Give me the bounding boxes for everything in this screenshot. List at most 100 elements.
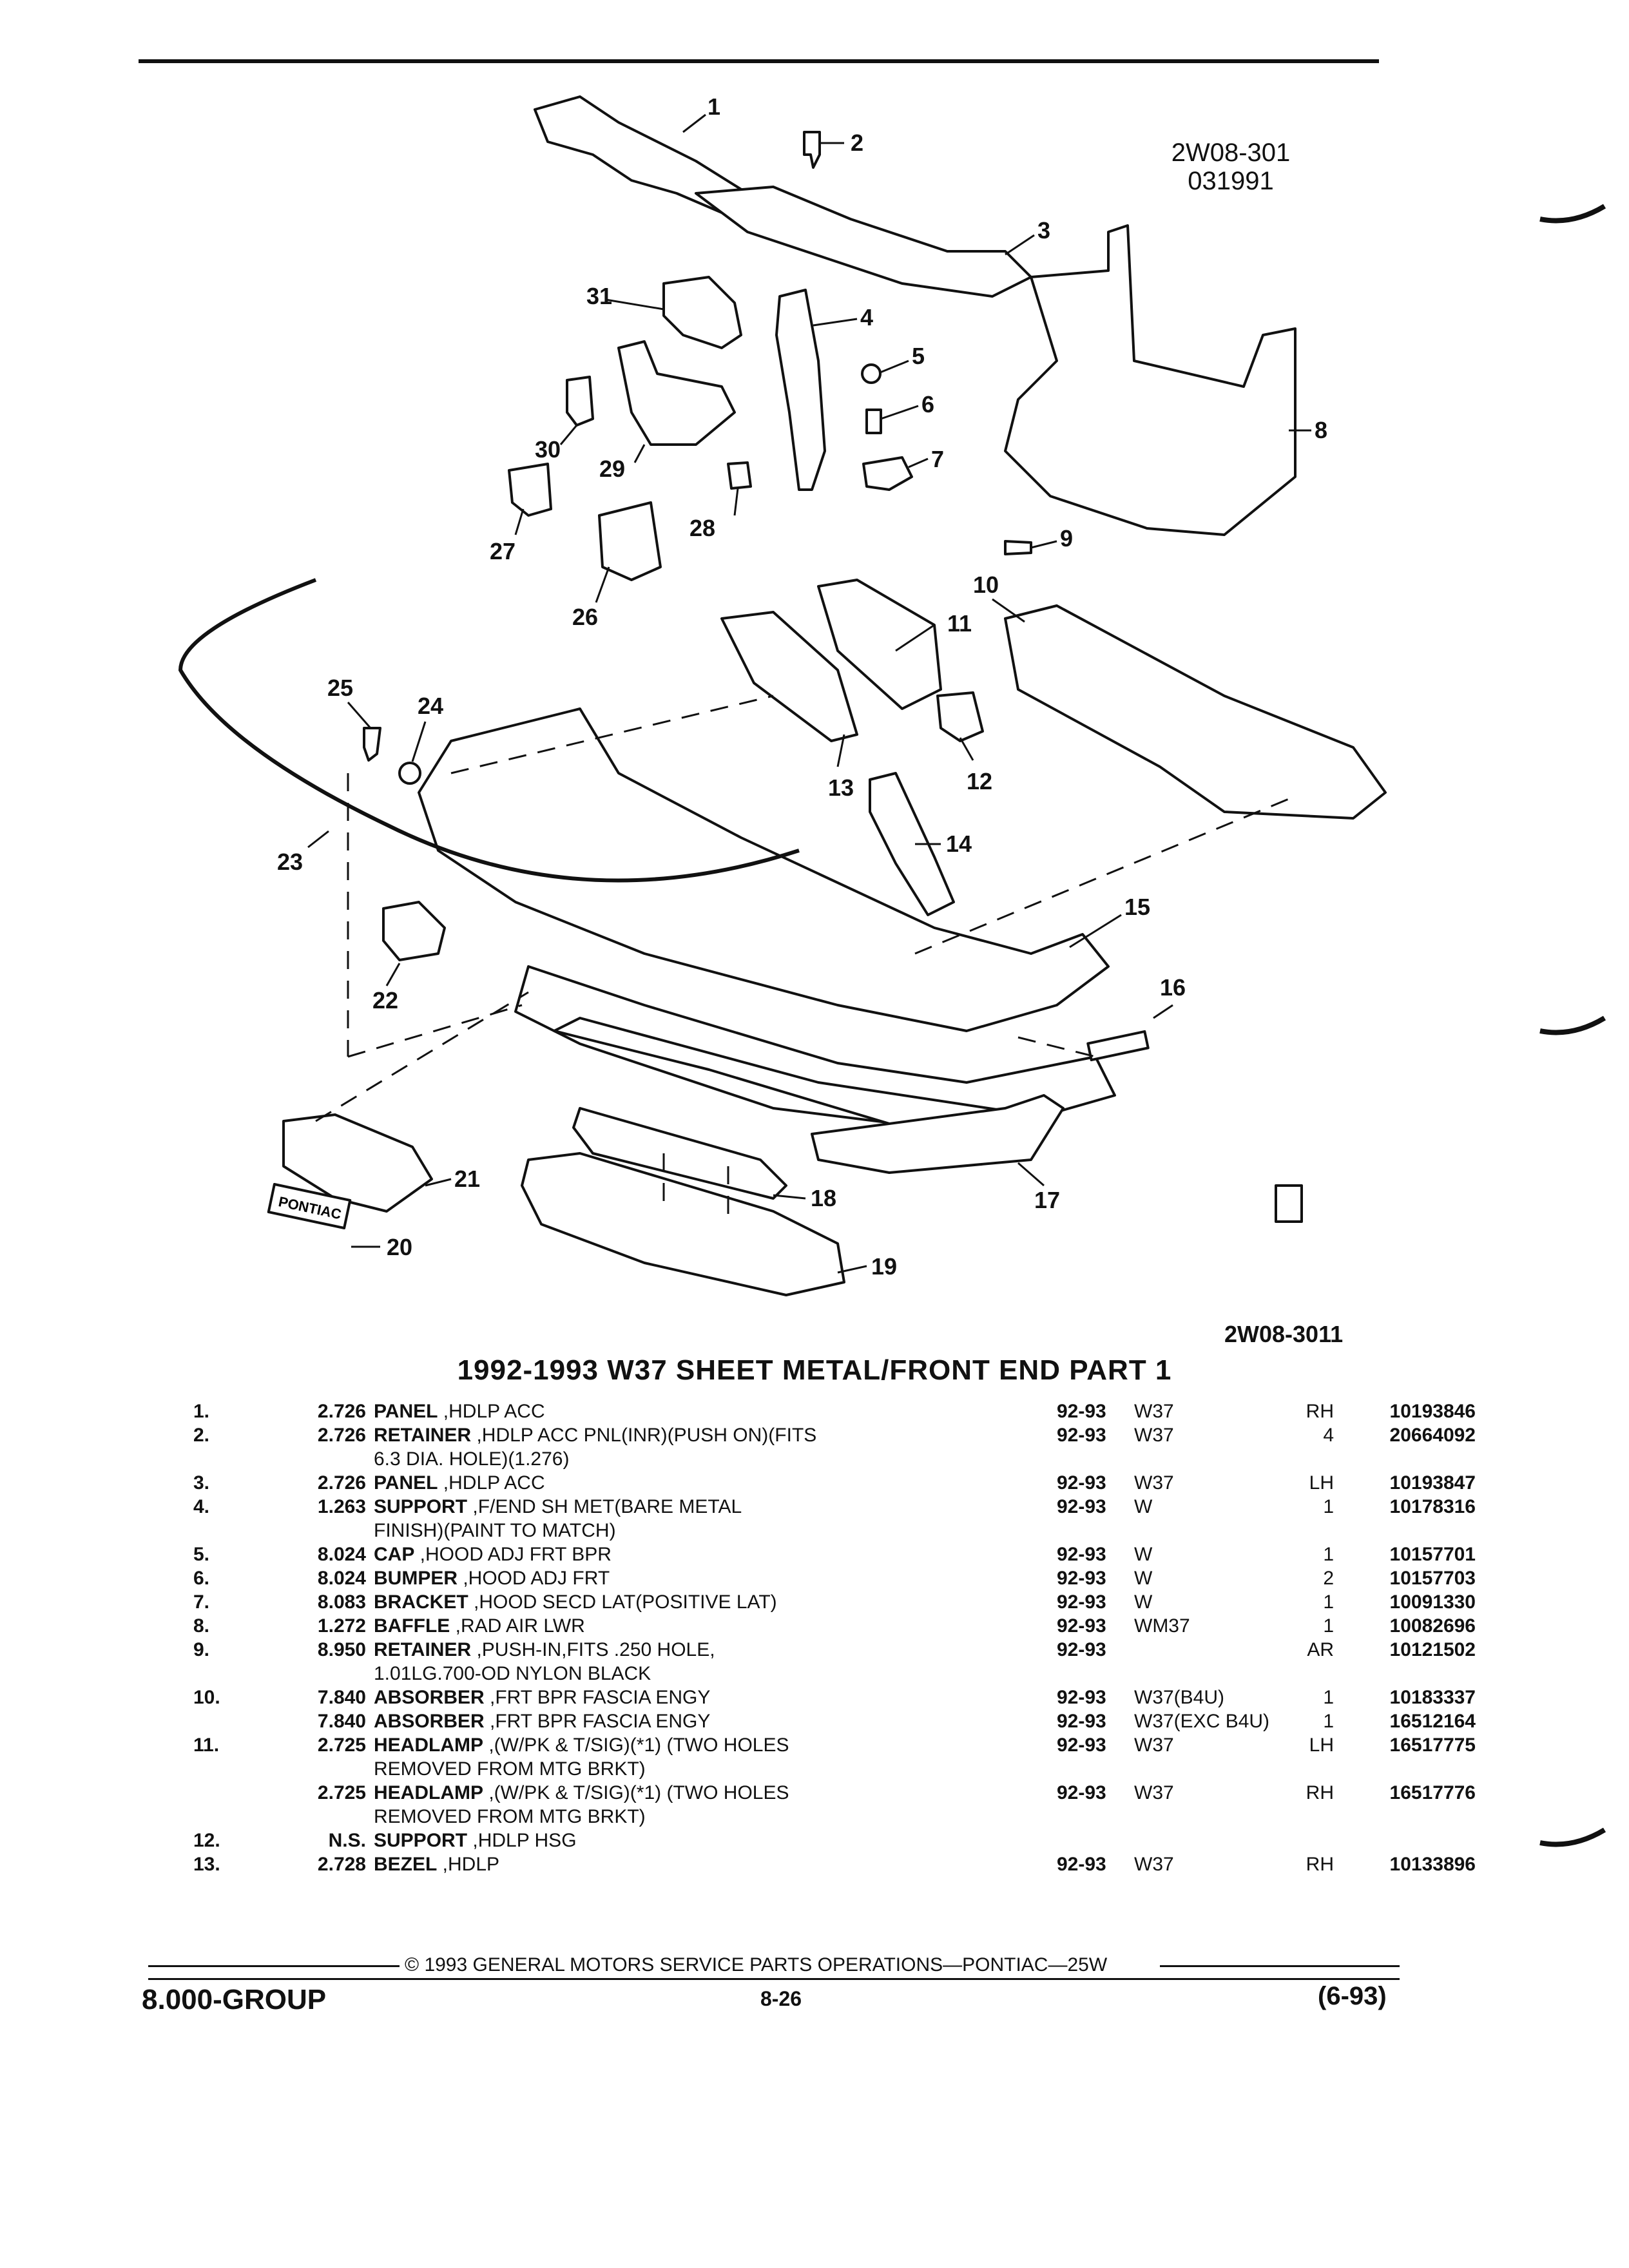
model-code: W bbox=[1134, 1544, 1153, 1565]
callout-26: 26 bbox=[572, 604, 598, 630]
part-number: 16512164 bbox=[1389, 1711, 1476, 1732]
part-description: BRACKET ,HOOD SECD LAT(POSITIVE LAT) bbox=[374, 1590, 1076, 1614]
group-label: 8.000-GROUP bbox=[142, 1984, 327, 2015]
diagram-subcode: 2W08-3011 bbox=[1224, 1321, 1344, 1347]
item-number: 5. bbox=[193, 1544, 210, 1565]
part-name: ABSORBER bbox=[374, 1687, 485, 1708]
footer-copyright: © 1993 GENERAL MOTORS SERVICE PARTS OPER… bbox=[405, 1954, 1108, 1975]
leader-22 bbox=[385, 963, 401, 986]
part-17b-end-piece bbox=[811, 1094, 1065, 1174]
part-description: BEZEL ,HDLP bbox=[374, 1852, 1076, 1876]
item-number: 4. bbox=[193, 1496, 210, 1517]
part-name: ABSORBER bbox=[374, 1711, 485, 1732]
part-description: PANEL ,HDLP ACC bbox=[374, 1471, 1076, 1495]
callout-6: 6 bbox=[921, 391, 934, 418]
parts-row: 12.N.S.SUPPORT ,HDLP HSG bbox=[193, 1829, 1418, 1852]
quantity: LH bbox=[1309, 1735, 1334, 1756]
model-years: 92-93 bbox=[1057, 1735, 1106, 1756]
part-name: BRACKET bbox=[374, 1591, 468, 1613]
part-number: 10178316 bbox=[1389, 1496, 1476, 1517]
part-description: RETAINER ,PUSH-IN,FITS .250 HOLE,1.01LG.… bbox=[374, 1638, 1076, 1686]
part-number: 10193846 bbox=[1389, 1401, 1476, 1422]
part-description: RETAINER ,HDLP ACC PNL(INR)(PUSH ON)(FIT… bbox=[374, 1423, 1076, 1471]
edge-mark bbox=[1539, 204, 1606, 224]
guide-line bbox=[450, 695, 774, 774]
reference-number: 2.726 bbox=[317, 1425, 366, 1446]
part-3-hdlp-acc-panel bbox=[695, 186, 1032, 298]
leader-23 bbox=[307, 830, 329, 849]
model-years: 92-93 bbox=[1057, 1711, 1106, 1732]
diagram-code-line-2: 031991 bbox=[1188, 167, 1274, 195]
part-number: 16517776 bbox=[1389, 1782, 1476, 1803]
leader-9 bbox=[1030, 540, 1057, 549]
callout-15: 15 bbox=[1124, 894, 1150, 920]
leader-13 bbox=[836, 734, 845, 767]
part-19-lower-support bbox=[521, 1152, 845, 1296]
edge-mark bbox=[1539, 1015, 1606, 1035]
callout-9: 9 bbox=[1060, 525, 1073, 552]
reference-number: 1.272 bbox=[317, 1615, 366, 1637]
model-code: W bbox=[1134, 1496, 1153, 1517]
part-22-lamp bbox=[382, 901, 446, 961]
quantity: 1 bbox=[1323, 1687, 1334, 1708]
part-detail: ,PUSH-IN,FITS .250 HOLE, bbox=[471, 1639, 715, 1660]
revision-date: (6-93) bbox=[1318, 1982, 1387, 2010]
part-name: PANEL bbox=[374, 1401, 438, 1422]
leader-29 bbox=[633, 444, 646, 463]
parts-row: 2. 2.726 RETAINER ,HDLP ACC PNL(INR)(PUSH … bbox=[193, 1423, 1476, 1471]
part-13-bezel bbox=[720, 611, 858, 742]
model-years: 92-93 bbox=[1057, 1591, 1106, 1613]
model-code: W37 bbox=[1134, 1401, 1174, 1422]
callout-numbers: 1234567891011121314151617181920212223242… bbox=[277, 93, 1327, 1280]
part-description: BAFFLE ,RAD AIR LWR bbox=[374, 1614, 1076, 1638]
model-code: W37 bbox=[1134, 1854, 1174, 1875]
reference-number: 8.024 bbox=[317, 1544, 366, 1565]
part-16-reflector bbox=[1086, 1030, 1150, 1062]
part-number: 10121502 bbox=[1389, 1639, 1476, 1660]
model-years: 92-93 bbox=[1057, 1544, 1106, 1565]
leader-19 bbox=[837, 1265, 867, 1274]
gm-spo-logo-icon bbox=[1275, 1184, 1303, 1223]
part-description: CAP ,HOOD ADJ FRT BPR bbox=[374, 1542, 1076, 1566]
callout-3: 3 bbox=[1037, 217, 1050, 244]
part-2-retainer bbox=[803, 131, 821, 169]
leader-30 bbox=[559, 425, 578, 445]
callout-18: 18 bbox=[811, 1185, 836, 1211]
part-detail: ,(W/PK & T/SIG)(*1) (TWO HOLES bbox=[483, 1735, 789, 1756]
part-14-support bbox=[869, 772, 955, 916]
item-number: 2. bbox=[193, 1425, 210, 1446]
part-12-support bbox=[936, 691, 984, 742]
part-name: HEADLAMP bbox=[374, 1782, 483, 1803]
part-number: 10193847 bbox=[1389, 1472, 1476, 1494]
model-years: 92-93 bbox=[1057, 1568, 1106, 1589]
part-detail: ,HDLP ACC bbox=[438, 1472, 545, 1494]
top-rule bbox=[139, 59, 1379, 63]
item-number: 7. bbox=[193, 1591, 210, 1613]
model-code: W37 bbox=[1134, 1472, 1174, 1494]
model-years: 92-93 bbox=[1057, 1496, 1106, 1517]
callout-28: 28 bbox=[689, 515, 715, 541]
part-15-fascia bbox=[418, 707, 1110, 1032]
part-description: ABSORBER ,FRT BPR FASCIA ENGY bbox=[374, 1709, 1076, 1733]
callout-1: 1 bbox=[708, 93, 720, 120]
callout-12: 12 bbox=[967, 768, 992, 794]
item-number: 6. bbox=[193, 1568, 210, 1589]
part-detail: ,HOOD ADJ FRT BPR bbox=[414, 1544, 612, 1565]
part-18-bracket bbox=[572, 1107, 787, 1200]
leader-28 bbox=[733, 488, 739, 516]
model-years: 92-93 bbox=[1057, 1639, 1106, 1660]
quantity: RH bbox=[1306, 1782, 1334, 1803]
quantity: AR bbox=[1307, 1639, 1334, 1660]
reference-number: 2.725 bbox=[317, 1735, 366, 1756]
part-detail: ,HDLP HSG bbox=[467, 1830, 577, 1851]
guide-line bbox=[347, 1004, 523, 1058]
part-8-baffle bbox=[1004, 224, 1296, 536]
quantity: 2 bbox=[1323, 1568, 1334, 1589]
part-number: 10183337 bbox=[1389, 1687, 1476, 1708]
